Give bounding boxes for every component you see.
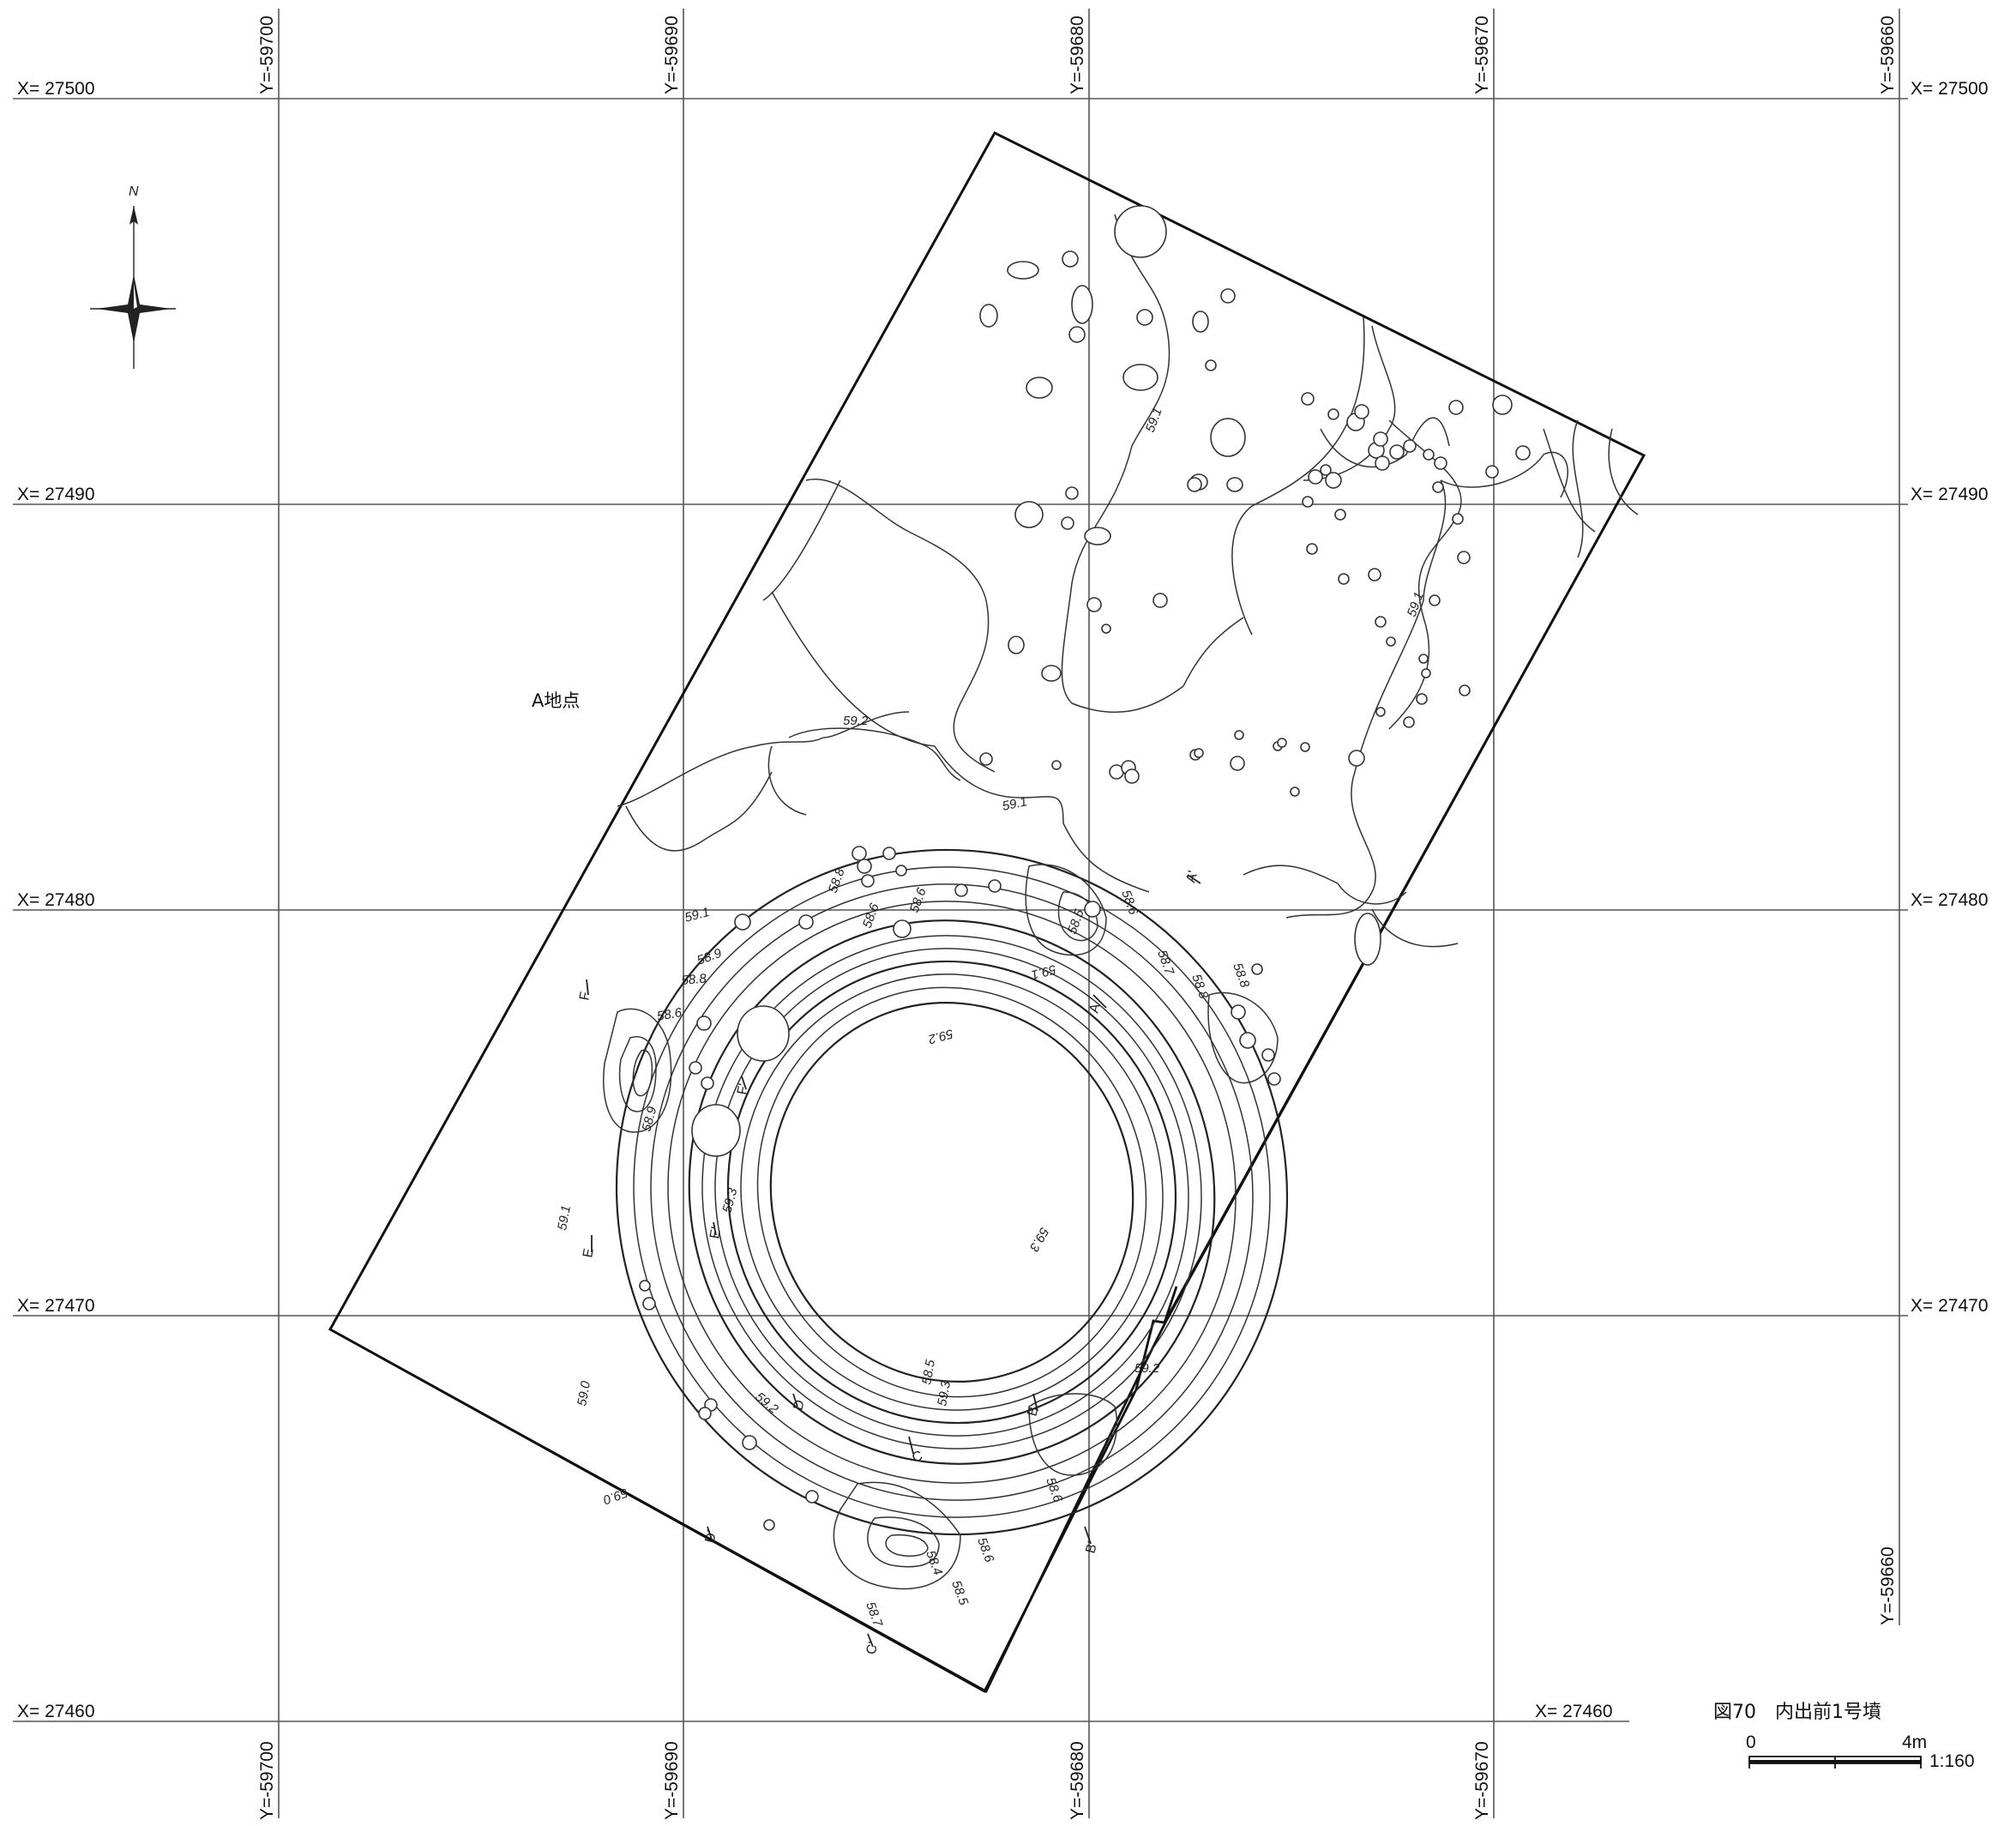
section-label-b: B (1025, 1405, 1041, 1418)
contour-label: 59.2 (752, 1389, 781, 1417)
excavation-boundary-outline (328, 131, 1646, 1693)
section-labels: A A' B B' C C' D D' E E' F F' (577, 869, 1201, 1656)
y-label-bottom-59670: Y=-59670 (1472, 1741, 1492, 1820)
y-coordinate-labels: Y=-59700 Y=-59690 Y=-59680 Y=-59670 Y=-5… (257, 15, 1898, 1820)
section-label-c-prime: C' (864, 1641, 881, 1657)
x-label-left-27500: X= 27500 (17, 79, 95, 99)
north-label: N (129, 184, 139, 199)
scale-end-label: 4m (1902, 1733, 1927, 1752)
x-label-left-27470: X= 27470 (17, 1296, 95, 1316)
section-label-a-prime: A' (1183, 869, 1201, 884)
contour-label: 58.8 (826, 866, 848, 895)
contour-label: 58.8 (681, 971, 707, 988)
x-coordinate-labels: X= 27500 X= 27500 X= 27490 X= 27490 X= 2… (17, 79, 1989, 1721)
contour-label: 59.2 (926, 1026, 954, 1046)
contour-label: 58.8 (1230, 961, 1252, 991)
contour-label: 58.9 (695, 946, 725, 968)
x-label-left-27460: X= 27460 (17, 1702, 95, 1721)
section-lines (586, 874, 1201, 1648)
north-arrow-icon: N (90, 184, 176, 369)
x-label-right-27500: X= 27500 (1911, 79, 1989, 99)
x-label-left-27490: X= 27490 (17, 485, 95, 504)
terrain-contours (617, 214, 1639, 948)
x-label-right-27490: X= 27490 (1911, 485, 1989, 504)
section-label-d-prime: D' (702, 1529, 719, 1546)
section-label-d: D (791, 1398, 807, 1412)
figure-title: 図70 内出前1号墳 (1713, 1702, 1881, 1723)
x-label-right-27480: X= 27480 (1911, 890, 1989, 910)
contour-label: 59.3 (1026, 1225, 1052, 1254)
contour-label: 59.1 (1143, 406, 1165, 434)
contour-label: 58.4 (923, 1549, 945, 1577)
contour-label: 59.0 (575, 1379, 593, 1407)
contour-label: 58.8 (1189, 973, 1211, 1002)
x-label-left-27480: X= 27480 (17, 890, 95, 910)
contour-label: 58.5 (919, 1358, 938, 1385)
x-label-right-27470: X= 27470 (1911, 1296, 1989, 1316)
contour-label: 58.5 (948, 1579, 971, 1608)
contour-label: 58.6 (1118, 889, 1140, 918)
section-label-e: E (581, 1247, 597, 1258)
section-label-a: A (1086, 1002, 1103, 1015)
contour-label: 58.5 (1065, 907, 1087, 937)
contour-label: 58.7 (1154, 949, 1177, 978)
y-label-top-59670: Y=-59670 (1472, 15, 1492, 94)
y-label-top-59700: Y=-59700 (257, 15, 277, 94)
section-label-c: C (911, 1449, 925, 1466)
section-label-f-prime: F' (735, 1082, 751, 1096)
tumulus-ring (603, 848, 1289, 1590)
scale-zero-label: 0 (1746, 1733, 1756, 1752)
figure-caption: 図70 内出前1号墳 0 4m 1:160 (1713, 1702, 1975, 1771)
y-label-top-59690: Y=-59690 (662, 15, 682, 94)
contour-label: 59.3 (719, 1186, 740, 1214)
contour-label: 59.1 (683, 905, 712, 925)
scale-ratio-label: 1:160 (1929, 1751, 1975, 1771)
contour-label: 59.2 (843, 714, 869, 728)
contour-label: 59.1 (1405, 590, 1427, 618)
y-label-bottom-59690: Y=-59690 (662, 1741, 682, 1820)
contour-label: 59.3 (935, 1379, 954, 1407)
y-label-top-59660: Y=-59660 (1878, 15, 1898, 94)
contour-label: 59.1 (555, 1204, 574, 1232)
contour-label: 58.6 (974, 1536, 996, 1565)
contour-label: 58.6 (656, 1005, 683, 1024)
section-label-e-prime: E' (707, 1226, 724, 1239)
y-label-bottom-59660: Y=-59660 (1878, 1546, 1898, 1625)
scale-bar (1748, 1756, 1922, 1769)
contour-label: 58.6 (860, 901, 882, 931)
y-label-bottom-59680: Y=-59680 (1068, 1741, 1087, 1820)
site-label: A地点 (532, 690, 580, 711)
contour-label: 59.1 (1001, 794, 1028, 814)
contour-label: 59.2 (1134, 1361, 1160, 1376)
pit-features (639, 205, 1531, 1531)
coordinate-grid (13, 9, 1908, 1818)
section-label-b-prime: B' (1083, 1540, 1100, 1555)
contour-label: 59.1 (1030, 961, 1058, 982)
contour-labels: 59.2 59.1 59.1 59.1 59.1 58.9 58.8 58.8 … (555, 406, 1427, 1629)
excavation-boundary (328, 131, 1646, 1693)
y-label-top-59680: Y=-59680 (1068, 15, 1087, 94)
x-label-right-27460: X= 27460 (1535, 1702, 1613, 1721)
y-label-bottom-59700: Y=-59700 (257, 1741, 277, 1820)
section-label-f: F (577, 991, 593, 1002)
